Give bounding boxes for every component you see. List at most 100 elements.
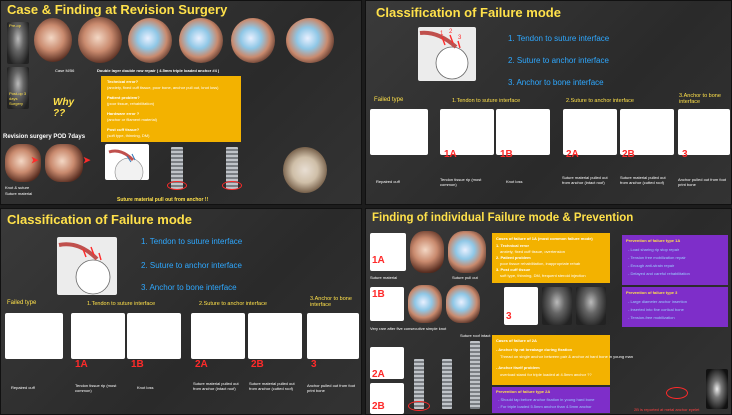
shoulder-sketch-icon: 1 2 3 bbox=[419, 29, 469, 80]
code-3: 3 bbox=[682, 149, 688, 160]
arrow-icon: ➤ bbox=[31, 155, 39, 165]
type-2a-line-1: - Anchor tip rat breakage during fixatio… bbox=[496, 347, 573, 352]
svg-text:2: 2 bbox=[449, 29, 453, 35]
patient-title: Patient problem? bbox=[107, 95, 140, 100]
type-2b-diagram bbox=[370, 383, 404, 414]
failure-mode-1: 1. Tendon to suture interface bbox=[508, 34, 610, 43]
type-1b-card bbox=[496, 109, 550, 155]
type-1a-line-1: 1. Technical error bbox=[496, 243, 530, 248]
why-text: Why ?? bbox=[53, 97, 75, 119]
column-3-header: 3.Anchor to bone interface bbox=[310, 296, 352, 308]
postop-label: Post-op 3 days Surgery bbox=[9, 91, 27, 106]
type-3-card bbox=[307, 313, 359, 359]
anchor-image-1 bbox=[171, 147, 183, 189]
slide2-title: Classification of Failure mode bbox=[376, 5, 561, 20]
prevention-3-box: Prevention of failure type 3 - Large dia… bbox=[622, 287, 728, 327]
anchor-image-1 bbox=[414, 359, 424, 409]
code-3: 3 bbox=[506, 311, 512, 322]
eyelet-note: 2B is reported at metal anchor eyelet bbox=[634, 407, 700, 412]
code-2a: 2A bbox=[372, 369, 385, 380]
type-2a-head: Cases of failure of 2A bbox=[496, 338, 537, 343]
arthroscopy-photo-4 bbox=[179, 18, 223, 63]
type-1a-head: Cases of failure of 1A (most common fail… bbox=[496, 236, 593, 241]
type-2a-card bbox=[563, 109, 617, 155]
code-1a: 1A bbox=[372, 255, 385, 266]
type-1a-photo-2 bbox=[448, 231, 486, 273]
type-2a-cases-box: Cases of failure of 2A - Anchor tip rat … bbox=[492, 335, 633, 385]
anchor-image-3 bbox=[470, 341, 480, 409]
revision-photo-2 bbox=[45, 144, 83, 182]
caption-2a: Suture material pulled out from anchor (… bbox=[193, 381, 239, 391]
shoulder-diagram bbox=[105, 144, 149, 187]
type-1a-card bbox=[71, 313, 125, 359]
caption-1a: Tendon tissue rip (most common) bbox=[75, 383, 117, 393]
caption-1b: Knot loss bbox=[137, 385, 154, 390]
slide4-title: Finding of individual Failure mode & Pre… bbox=[372, 212, 634, 224]
type-1a-diagram bbox=[370, 233, 406, 271]
code-1b: 1B bbox=[372, 289, 385, 300]
prevention-1a-line-4: - Delayed and careful rehabilitation bbox=[628, 271, 690, 276]
hardware-title: Hardware error ? bbox=[107, 111, 140, 116]
prevention-3-line-2: - Inserted into fine cortical bone bbox=[628, 307, 684, 312]
arthroscopy-photo-1 bbox=[34, 18, 72, 62]
failed-type-label: Failed type bbox=[374, 97, 404, 103]
failure-mode-2: 2. Suture to anchor interface bbox=[141, 261, 242, 270]
slide-classification-top: Classification of Failure mode 1 2 3 1. … bbox=[365, 0, 732, 205]
prevention-2a-line-1: - Should tap before anchor fixation in y… bbox=[498, 397, 595, 402]
caption-2b: Suture material pulled out from anchor (… bbox=[620, 175, 666, 185]
column-1-header: 1.Tendon to suture interface bbox=[452, 98, 521, 104]
knot-label: Knot & suture bbox=[5, 185, 30, 190]
pullout-note: Suture pull out bbox=[452, 275, 478, 280]
svg-text:3: 3 bbox=[458, 35, 462, 41]
patient-text: (poor tissue, rehabilitation) bbox=[107, 101, 155, 106]
caption-repaired: Repaired cuff bbox=[376, 179, 400, 184]
technical-text: (anxiety, fixed cuff tissue, poor bone, … bbox=[107, 85, 219, 90]
anchor-highlight-ring bbox=[408, 401, 430, 411]
code-2a: 2A bbox=[195, 359, 208, 370]
prevention-1a-line-1: - Load sharing rip stop repair bbox=[628, 247, 680, 252]
preop-label: Pre-op bbox=[9, 23, 22, 28]
shoulder-sketch-icon bbox=[58, 242, 111, 295]
prevention-3-line-1: - Large diameter anchor insertion bbox=[628, 299, 687, 304]
type-2a-line-2: Thread on single anchor between pair & a… bbox=[500, 354, 633, 359]
anchor-highlight-ring bbox=[167, 181, 187, 190]
caption-1a: Tendon tissue rip (most common) bbox=[440, 177, 482, 187]
column-3-header: 3.Anchor to bone interface bbox=[679, 93, 721, 105]
type-2a-line-3: - Anchor itself problem bbox=[496, 365, 540, 370]
code-1a: 1A bbox=[75, 359, 88, 370]
type-1a-card bbox=[440, 109, 494, 155]
prevention-3-line-3: - Tension-free mobilization bbox=[628, 315, 675, 320]
suture-roof-note: Suture roof intact bbox=[460, 333, 491, 338]
caption-1b: Knot loss bbox=[506, 179, 523, 184]
type-1a-line-2: anxiety, fixed cuff tissue, overtension bbox=[500, 249, 565, 254]
prevention-2a-line-2: - For triple loaded 5.5mm anchor than 4.… bbox=[498, 404, 592, 409]
type-2a-line-4: overload stand for triple loaded at 4.5m… bbox=[500, 372, 592, 377]
prevention-1a-line-2: - Tension free mobilization repair bbox=[628, 255, 686, 260]
prevention-2a-box: Prevention of failure type 2A - Should t… bbox=[492, 387, 610, 413]
code-2a: 2A bbox=[566, 149, 579, 160]
shoulder-sketch-icon bbox=[108, 149, 144, 187]
slide-classification-bottom: Classification of Failure mode 1. Tendon… bbox=[0, 208, 362, 415]
type-1a-line-5: 3. Post cuff tissue bbox=[496, 267, 531, 272]
code-2b: 2B bbox=[372, 401, 385, 412]
type-3-card bbox=[678, 109, 730, 155]
type-1a-line-4: poor tissue rehabilitation, inappropriat… bbox=[500, 261, 581, 266]
caption-2b: Suture material pulled out from anchor (… bbox=[249, 381, 295, 391]
case-label: Case M/56 bbox=[55, 68, 75, 73]
column-2-header: 2.Suture to anchor interface bbox=[199, 301, 267, 307]
repaired-cuff-card bbox=[5, 313, 63, 359]
revision-photo-1 bbox=[5, 144, 41, 182]
type-1b-photo-2 bbox=[446, 285, 480, 323]
caption-3: Anchor pulled out from foot print bone bbox=[678, 177, 727, 187]
failure-mode-2: 2. Suture to anchor interface bbox=[508, 56, 609, 65]
slide-finding-prevention: Finding of individual Failure mode & Pre… bbox=[365, 208, 732, 415]
postcuff-text: (soft type, thinning, DM) bbox=[107, 133, 150, 138]
code-1a: 1A bbox=[444, 149, 457, 160]
arrow-icon: ➤ bbox=[83, 155, 91, 165]
code-2b: 2B bbox=[622, 149, 635, 160]
causes-box: Technical error? (anxiety, fixed cuff ti… bbox=[101, 76, 241, 142]
type-1a-cases-box: Cases of failure of 1A (most common fail… bbox=[492, 233, 610, 283]
postcuff-title: Post cuff tissue? bbox=[107, 127, 140, 132]
type-1b-card bbox=[127, 313, 181, 359]
